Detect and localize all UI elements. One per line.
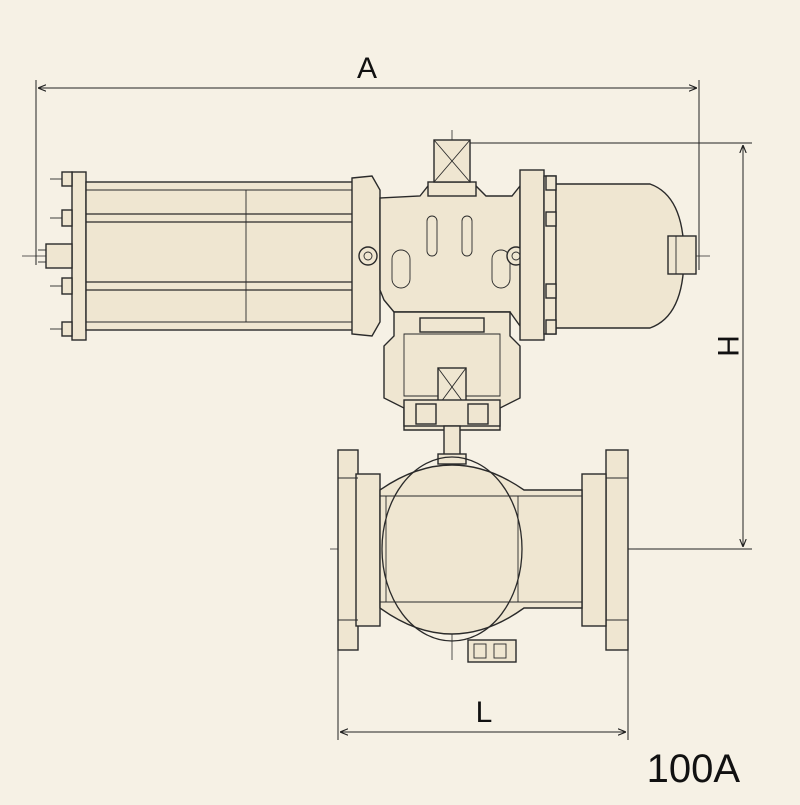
dimension-h: H: [462, 142, 752, 550]
dimension-a: A: [35, 52, 700, 270]
model-label: 100A: [647, 747, 741, 791]
tie-rod-nuts: [38, 171, 73, 337]
dimension-h-label: H: [711, 335, 744, 357]
actuator-end-cap: [519, 169, 697, 341]
dimension-l: L: [337, 640, 629, 740]
actuator-housing: [379, 139, 526, 329]
dimension-a-label: A: [357, 52, 377, 85]
ball-valve-body: [337, 449, 629, 663]
dimension-l-label: L: [476, 696, 493, 729]
mounting-bracket: [383, 311, 521, 465]
actuator-cylinder: [38, 171, 381, 341]
